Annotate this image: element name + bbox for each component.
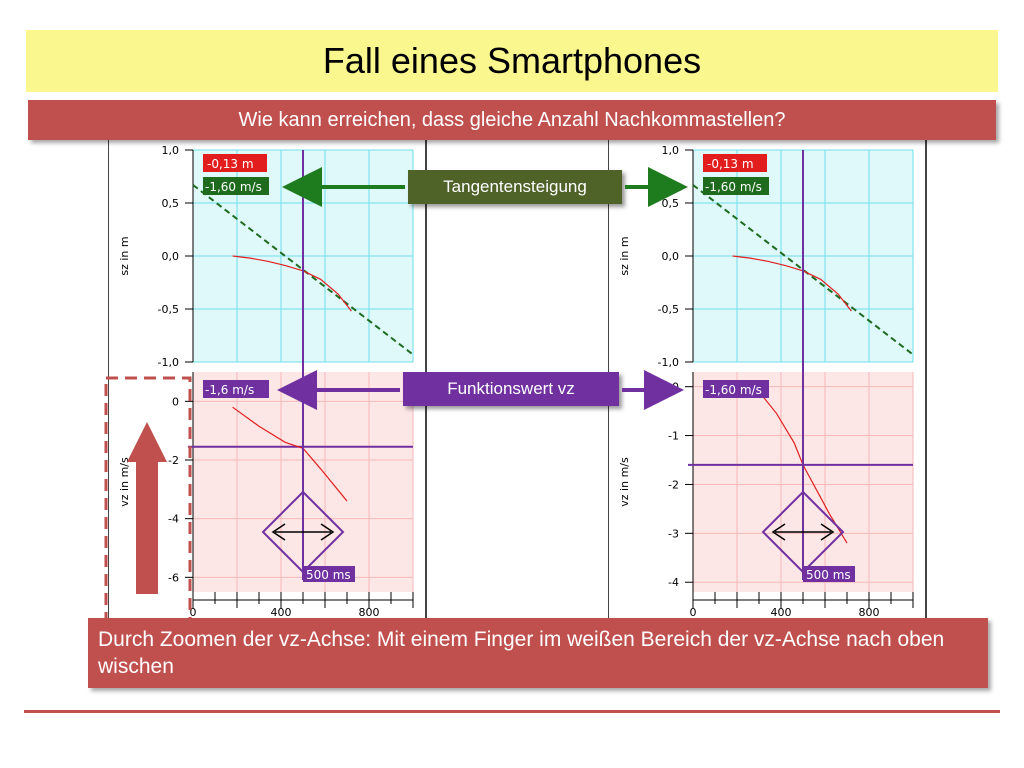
left-lower-ylabel: vz in m/s [118,457,131,507]
left-upper-ytick-label: 0,5 [162,197,180,210]
right-phone-screen: 1,0 0,5 0,0 -0,5 -1,0 sz in m -0,13 m -1,60 m/s… [607,140,928,620]
right-tangent-line [692,184,914,356]
left-upper-ylabel: sz in m [118,236,131,275]
left-sz-series-line [232,255,352,312]
right-upper-ytick-label: 0,0 [662,250,680,263]
left-drag-arrow-left-head [271,523,286,541]
right-lower-ytick-label: 0 [672,381,679,394]
instruction-text: Durch Zoomen der vz-Achse: Mit einem Fin… [98,628,945,678]
right-cursor-label: 500 ms [806,568,851,582]
right-chart-svg: 1,0 0,5 0,0 -0,5 -1,0 sz in m -0,13 m -1,60 m/s… [607,140,928,620]
right-sz-series-line [732,255,852,312]
left-xtick-label: 800 [359,606,380,619]
left-lower-ytick-label: -4 [168,513,179,526]
right-vz-readout-bg [703,380,769,398]
left-lower-ytick-label: 0 [172,395,179,408]
right-lower-ytick-label: -2 [668,478,679,491]
tangent-callout: Tangentensteigung [408,170,622,204]
left-lower-ytick-label: -2 [168,454,179,467]
left-upper-ytick-label: 0,0 [162,250,180,263]
left-tangent-line [192,184,414,356]
right-vz-readout: -1,60 m/s [705,383,762,397]
left-upper-ytick-label: -0,5 [158,303,179,316]
right-upper-ytick-label: 1,0 [662,144,680,157]
left-drag-arrow-right-head [320,523,335,541]
left-vz-series-line [232,406,348,502]
left-cursor-label: 500 ms [306,568,351,582]
question-banner: Wie kann erreichen, dass gleiche Anzahl … [28,100,996,140]
right-xtick-label: 800 [859,606,880,619]
left-xtick-label: 0 [190,606,197,619]
right-xtick-label: 400 [771,606,792,619]
title-bar: Fall eines Smartphones [26,30,998,92]
left-vz-readout-bg [203,380,269,398]
right-lower-ytick-label: -1 [668,430,679,443]
right-drag-arrow-left-head [771,523,786,541]
left-lower-ytick-label: -6 [168,571,179,584]
left-chart-svg: 1,0 0,5 0,0 -0,5 -1,0 sz in m -0,13 m -1,60 m/s… [107,140,428,620]
right-lower-ytick-label: -4 [668,576,679,589]
right-upper-ytick-label: 0,5 [662,197,680,210]
left-slope-readout: -1,60 m/s [205,180,262,194]
left-upper-ytick-label: 1,0 [162,144,180,157]
right-slope-readout: -1,60 m/s [705,180,762,194]
left-position-readout-bg [203,154,267,172]
slide-title: Fall eines Smartphones [322,40,702,81]
left-cursor-label-bg [303,566,355,582]
function-value-callout: Funktionswert vz [403,372,619,406]
left-phone-screen: 1,0 0,5 0,0 -0,5 -1,0 sz in m -0,13 m -1,60 m/s… [107,140,428,620]
left-position-readout: -0,13 m [207,157,254,171]
footer-divider [24,710,1000,713]
right-lower-ytick-label: -3 [668,527,679,540]
right-xtick-label: 0 [690,606,697,619]
left-vz-readout: -1,6 m/s [205,383,254,397]
question-text: Wie kann erreichen, dass gleiche Anzahl … [238,109,786,131]
right-position-readout-bg [703,154,767,172]
right-slope-readout-bg [703,177,769,195]
left-upper-ytick-label: -1,0 [158,356,179,369]
left-xtick-label: 400 [271,606,292,619]
right-drag-arrow-right-head [820,523,835,541]
right-upper-ytick-label: -0,5 [658,303,679,316]
right-cursor-label-bg [803,566,855,582]
right-upper-ytick-label: -1,0 [658,356,679,369]
right-lower-ylabel: vz in m/s [618,457,631,507]
right-upper-ylabel: sz in m [618,236,631,275]
left-slope-readout-bg [203,177,269,195]
right-position-readout: -0,13 m [707,157,754,171]
instruction-banner: Durch Zoomen der vz-Achse: Mit einem Fin… [88,618,988,688]
